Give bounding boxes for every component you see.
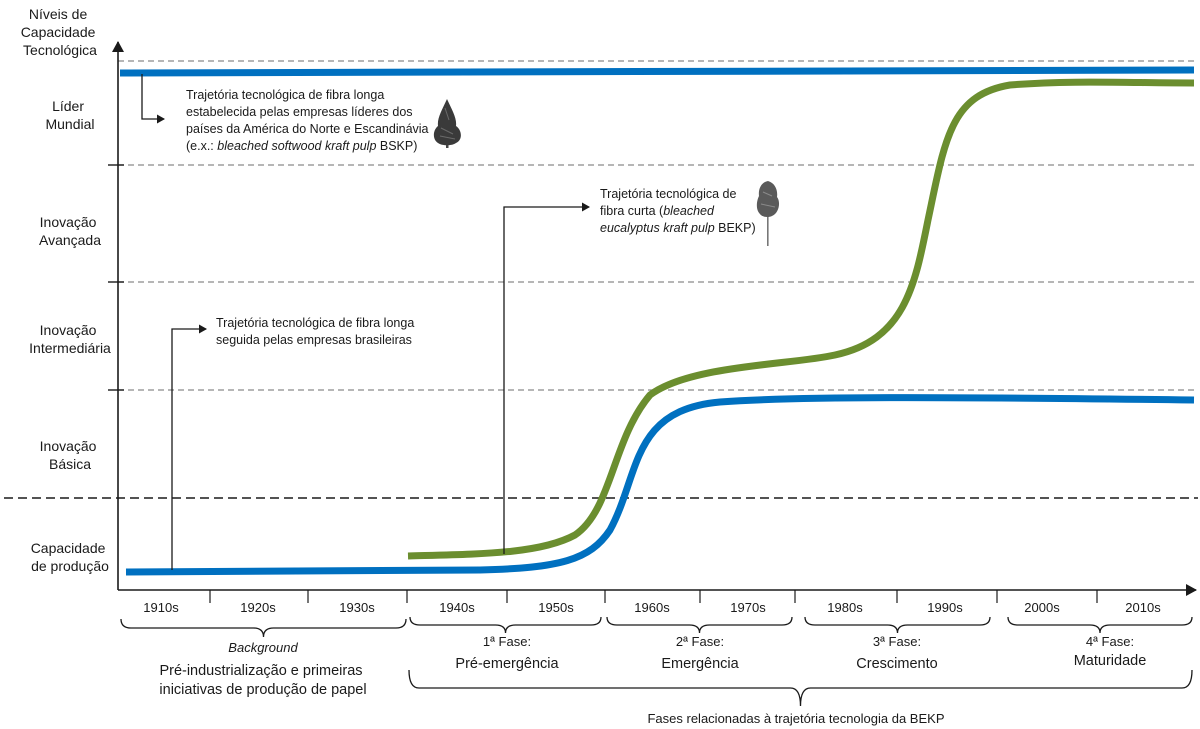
background-description: Pré-industrialização e primeiras iniciat… [159, 663, 366, 698]
world-leader-arrow [141, 74, 165, 124]
decade-label: 1950s [538, 600, 574, 615]
phase1-label: 1ª Fase: [483, 634, 531, 649]
decade-dividers [209, 590, 1098, 603]
phase2-name: Emergência [661, 656, 739, 672]
level-label-inovacao-avancada: Inovação Avançada [39, 214, 101, 248]
bekp-short-fiber-trajectory [407, 78, 1195, 560]
background-brace [120, 618, 407, 638]
decade-label: 1970s [730, 600, 766, 615]
phase3-label: 3ª Fase: [873, 634, 921, 649]
bekp-phases-caption: Fases relacionadas à trajetória tecnolog… [647, 711, 944, 726]
phase2-label: 2ª Fase: [676, 634, 724, 649]
background-label: Background [228, 640, 298, 655]
phase1-brace [409, 616, 602, 634]
phase1-name: Pré-emergência [455, 656, 559, 672]
decade-label: 2000s [1024, 600, 1060, 615]
decade-label: 1930s [339, 600, 375, 615]
decade-label: 1910s [143, 600, 179, 615]
phase4-label: 4ª Fase: [1086, 634, 1134, 649]
y-axis-title: Níveis de Capacidade Tecnológica [21, 6, 100, 58]
phase3-brace [804, 616, 991, 634]
phase4-name: Maturidade [1074, 653, 1147, 669]
decade-label: 1920s [240, 600, 276, 615]
bekp-phases-brace [408, 669, 1193, 707]
level-label-inovacao-intermediaria: Inovação Intermediária [29, 322, 111, 356]
decade-label: 1940s [439, 600, 475, 615]
softwood-tree-icon [433, 99, 461, 148]
eucalyptus-tree-icon [756, 181, 780, 246]
short-fiber-arrow [503, 202, 590, 554]
decade-label: 1980s [827, 600, 863, 615]
phase4-brace [1007, 616, 1193, 634]
decade-label: 1990s [927, 600, 963, 615]
decade-label: 1960s [634, 600, 670, 615]
level-label-capacidade-producao: Capacidade de produção [31, 540, 110, 574]
phase3-name: Crescimento [856, 656, 937, 672]
decade-label: 2010s [1125, 600, 1161, 615]
phase2-brace [606, 616, 793, 634]
brazil-arrow [171, 324, 207, 570]
level-label-lider-mundial: Líder Mundial [45, 98, 94, 132]
level-label-inovacao-basica: Inovação Básica [40, 438, 101, 472]
world-leader-trajectory [119, 66, 1195, 77]
brazil-long-fiber-trajectory [125, 394, 1195, 576]
